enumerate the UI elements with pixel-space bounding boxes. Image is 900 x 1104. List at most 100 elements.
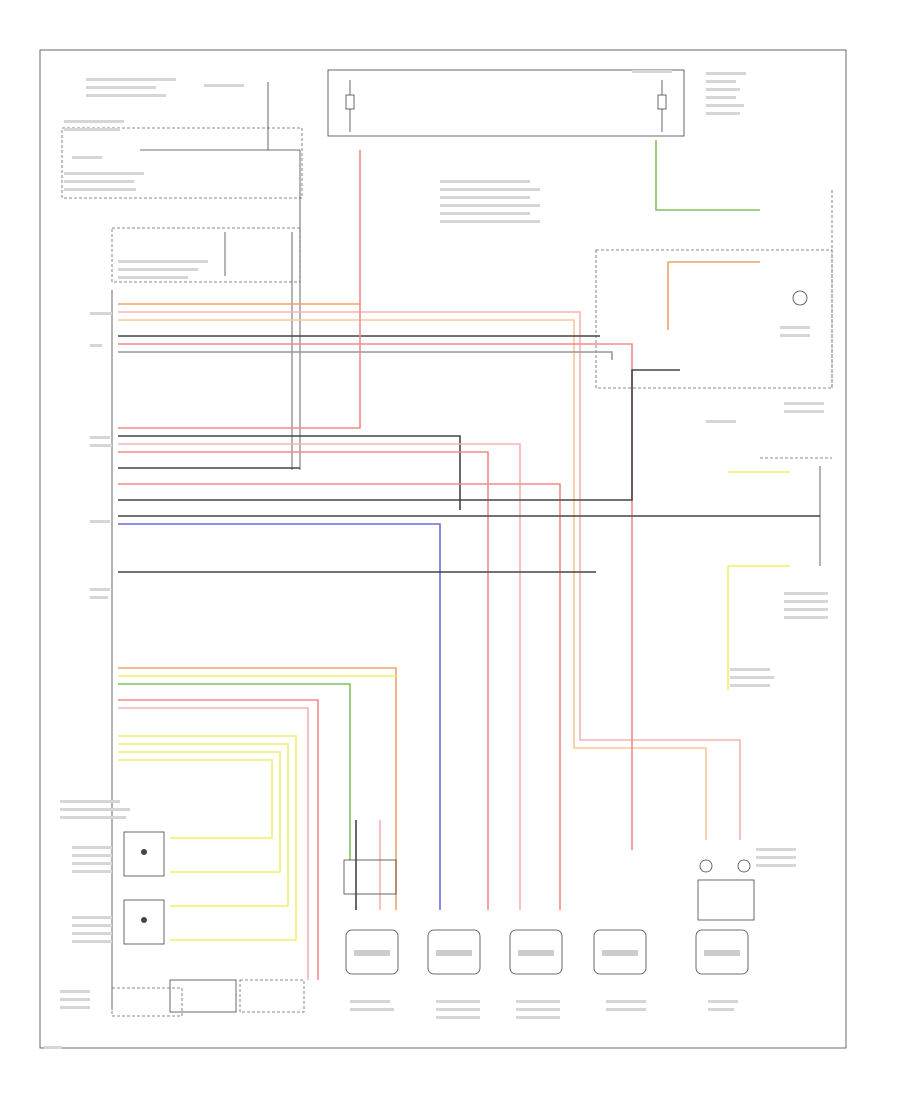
text-placeholder xyxy=(730,684,770,687)
left-pretensioner-box xyxy=(123,831,165,877)
label-blocks xyxy=(44,70,828,1049)
text-placeholder xyxy=(64,188,136,191)
impact-sensor-driver-front xyxy=(427,929,481,975)
text-placeholder xyxy=(436,1016,480,1019)
text-placeholder xyxy=(90,520,110,523)
text-placeholder xyxy=(756,864,796,867)
text-placeholder xyxy=(784,608,828,611)
text-placeholder xyxy=(730,676,774,679)
sensor-label-block xyxy=(518,950,554,956)
text-placeholder xyxy=(72,924,112,927)
pretensioner-dot-icon xyxy=(141,849,147,855)
impact-sensor-upper xyxy=(343,859,397,895)
harness-wire xyxy=(118,311,741,840)
text-placeholder xyxy=(72,940,112,943)
text-placeholder xyxy=(784,410,824,413)
text-placeholder xyxy=(60,816,126,819)
impact-sensor-left-side xyxy=(345,929,399,975)
harness-wire xyxy=(118,435,461,510)
text-placeholder xyxy=(60,998,90,1001)
harness-wire xyxy=(118,443,521,910)
text-placeholder xyxy=(90,436,110,439)
text-placeholder xyxy=(44,1046,62,1049)
text-placeholder xyxy=(784,592,828,595)
clock-spring-box xyxy=(169,979,237,1013)
pretensioner-dot-icon xyxy=(141,917,147,923)
impact-sensor-passenger-side xyxy=(593,929,647,975)
text-placeholder xyxy=(780,334,810,337)
text-placeholder xyxy=(436,1000,480,1003)
text-placeholder xyxy=(64,172,144,175)
connector-icon xyxy=(737,859,751,873)
text-placeholder xyxy=(706,96,736,99)
text-placeholder xyxy=(606,1000,646,1003)
harness-wire xyxy=(118,699,319,980)
text-placeholder xyxy=(708,1008,734,1011)
text-placeholder xyxy=(350,1008,394,1011)
text-placeholder xyxy=(350,1000,390,1003)
text-placeholder xyxy=(86,94,166,97)
text-placeholder xyxy=(784,402,824,405)
text-placeholder xyxy=(72,854,112,857)
harness-wire xyxy=(118,759,273,839)
harness-wires xyxy=(118,140,820,980)
sensor-circle-icon xyxy=(792,290,808,306)
right-pretensioner-box xyxy=(123,899,165,945)
harness-wire xyxy=(118,451,489,910)
text-placeholder xyxy=(72,932,112,935)
text-placeholder xyxy=(72,870,112,873)
text-placeholder xyxy=(90,444,112,447)
text-placeholder xyxy=(706,420,736,423)
harness-wire xyxy=(118,707,309,980)
text-placeholder xyxy=(64,180,134,183)
text-placeholder xyxy=(706,88,740,91)
impact-sensor-passenger-front xyxy=(509,929,563,975)
text-placeholder xyxy=(516,1016,560,1019)
sensor-label-block xyxy=(602,950,638,956)
text-placeholder xyxy=(516,1000,560,1003)
harness-wire xyxy=(118,683,351,860)
impact-sensors xyxy=(343,859,755,975)
text-placeholder xyxy=(90,596,108,599)
text-placeholder xyxy=(64,128,120,131)
text-placeholder xyxy=(440,204,540,207)
text-placeholder xyxy=(60,800,120,803)
fuse-panel-box xyxy=(327,69,685,137)
text-placeholder xyxy=(90,344,102,347)
text-placeholder xyxy=(60,990,90,993)
text-placeholder xyxy=(118,276,188,279)
harness-wire xyxy=(118,523,441,910)
text-placeholder xyxy=(90,588,110,591)
text-placeholder xyxy=(706,72,746,75)
harness-wire xyxy=(655,140,760,211)
text-placeholder xyxy=(516,1008,560,1011)
impact-sensor-driver-side xyxy=(695,929,749,975)
text-placeholder xyxy=(440,212,530,215)
text-placeholder xyxy=(606,1008,646,1011)
text-placeholder xyxy=(632,70,672,73)
text-placeholder xyxy=(436,1008,480,1011)
text-placeholder xyxy=(440,180,530,183)
harness-wire xyxy=(118,369,680,501)
text-placeholder xyxy=(72,916,112,919)
sensor-label-block xyxy=(354,950,390,956)
text-placeholder xyxy=(756,856,796,859)
text-placeholder xyxy=(440,220,540,223)
harness-wire xyxy=(118,743,289,907)
harness-wire xyxy=(118,751,281,873)
text-placeholder xyxy=(72,156,102,159)
text-placeholder xyxy=(784,600,828,603)
text-placeholder xyxy=(708,1000,738,1003)
text-placeholder xyxy=(440,188,540,191)
text-placeholder xyxy=(90,312,112,315)
text-placeholder xyxy=(706,104,744,107)
driver-side-sensor-box xyxy=(697,879,755,921)
connector-icon xyxy=(699,859,713,873)
harness-wire xyxy=(118,150,361,429)
text-placeholder xyxy=(706,112,740,115)
text-placeholder xyxy=(86,86,156,89)
harness-wire xyxy=(118,667,397,910)
text-placeholder xyxy=(60,808,130,811)
